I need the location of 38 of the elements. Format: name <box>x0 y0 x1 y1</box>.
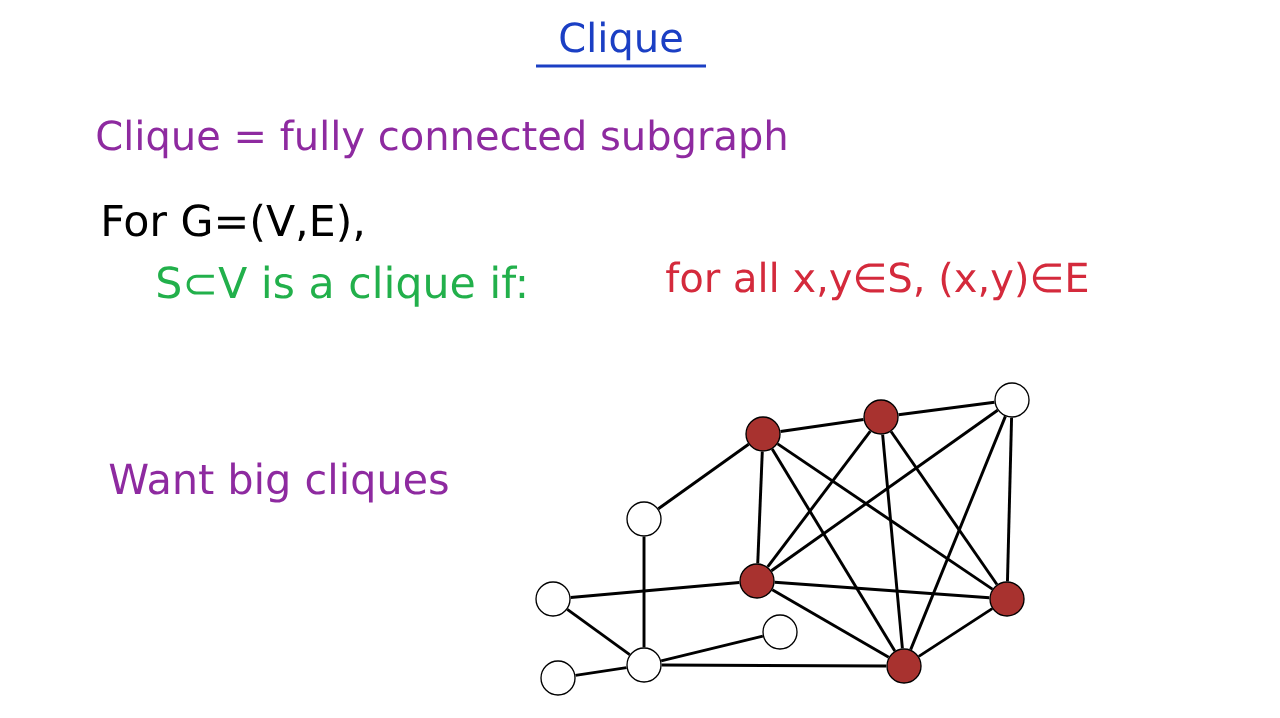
graph-edge <box>660 634 764 663</box>
graph-edge <box>774 580 990 600</box>
vertex <box>626 647 662 683</box>
vertex <box>626 501 662 537</box>
graph-edge <box>570 581 740 599</box>
vertex <box>739 563 775 599</box>
definition-text: Clique = fully connected subgraph <box>97 119 786 159</box>
graph-edge <box>770 409 999 572</box>
graph-edge <box>776 442 994 591</box>
graph-edge <box>780 418 864 433</box>
title: Clique <box>560 21 682 61</box>
graph-edge <box>909 415 1007 651</box>
graph-edge <box>642 536 646 648</box>
graph-edge <box>771 588 890 659</box>
condition-text: S⊂V is a clique if: <box>158 265 525 307</box>
vertex <box>540 660 576 696</box>
graph-edge <box>918 607 993 658</box>
vertex <box>863 399 899 435</box>
graph-edge <box>889 430 999 586</box>
graph-edge <box>766 430 872 568</box>
graph-edge <box>566 608 631 656</box>
vertex <box>535 581 571 617</box>
graph-edge <box>575 666 627 677</box>
vertex <box>994 382 1030 418</box>
vertex <box>886 648 922 684</box>
graph-edge <box>898 400 995 417</box>
graph-edge <box>770 448 897 652</box>
vertex <box>762 614 798 650</box>
note-text: Want big cliques <box>109 462 448 503</box>
graph-statement-text: For G=(V,E), <box>104 203 362 242</box>
graph-edge <box>881 434 904 649</box>
graph-edge <box>661 663 887 668</box>
condition-formula-text: for all x,y∈S, (x,y)∈E <box>666 261 1088 301</box>
graph-edge <box>756 451 764 564</box>
vertex <box>745 416 781 452</box>
graph-edge <box>657 443 750 510</box>
graph-edge <box>1006 417 1014 582</box>
vertex <box>989 581 1025 617</box>
